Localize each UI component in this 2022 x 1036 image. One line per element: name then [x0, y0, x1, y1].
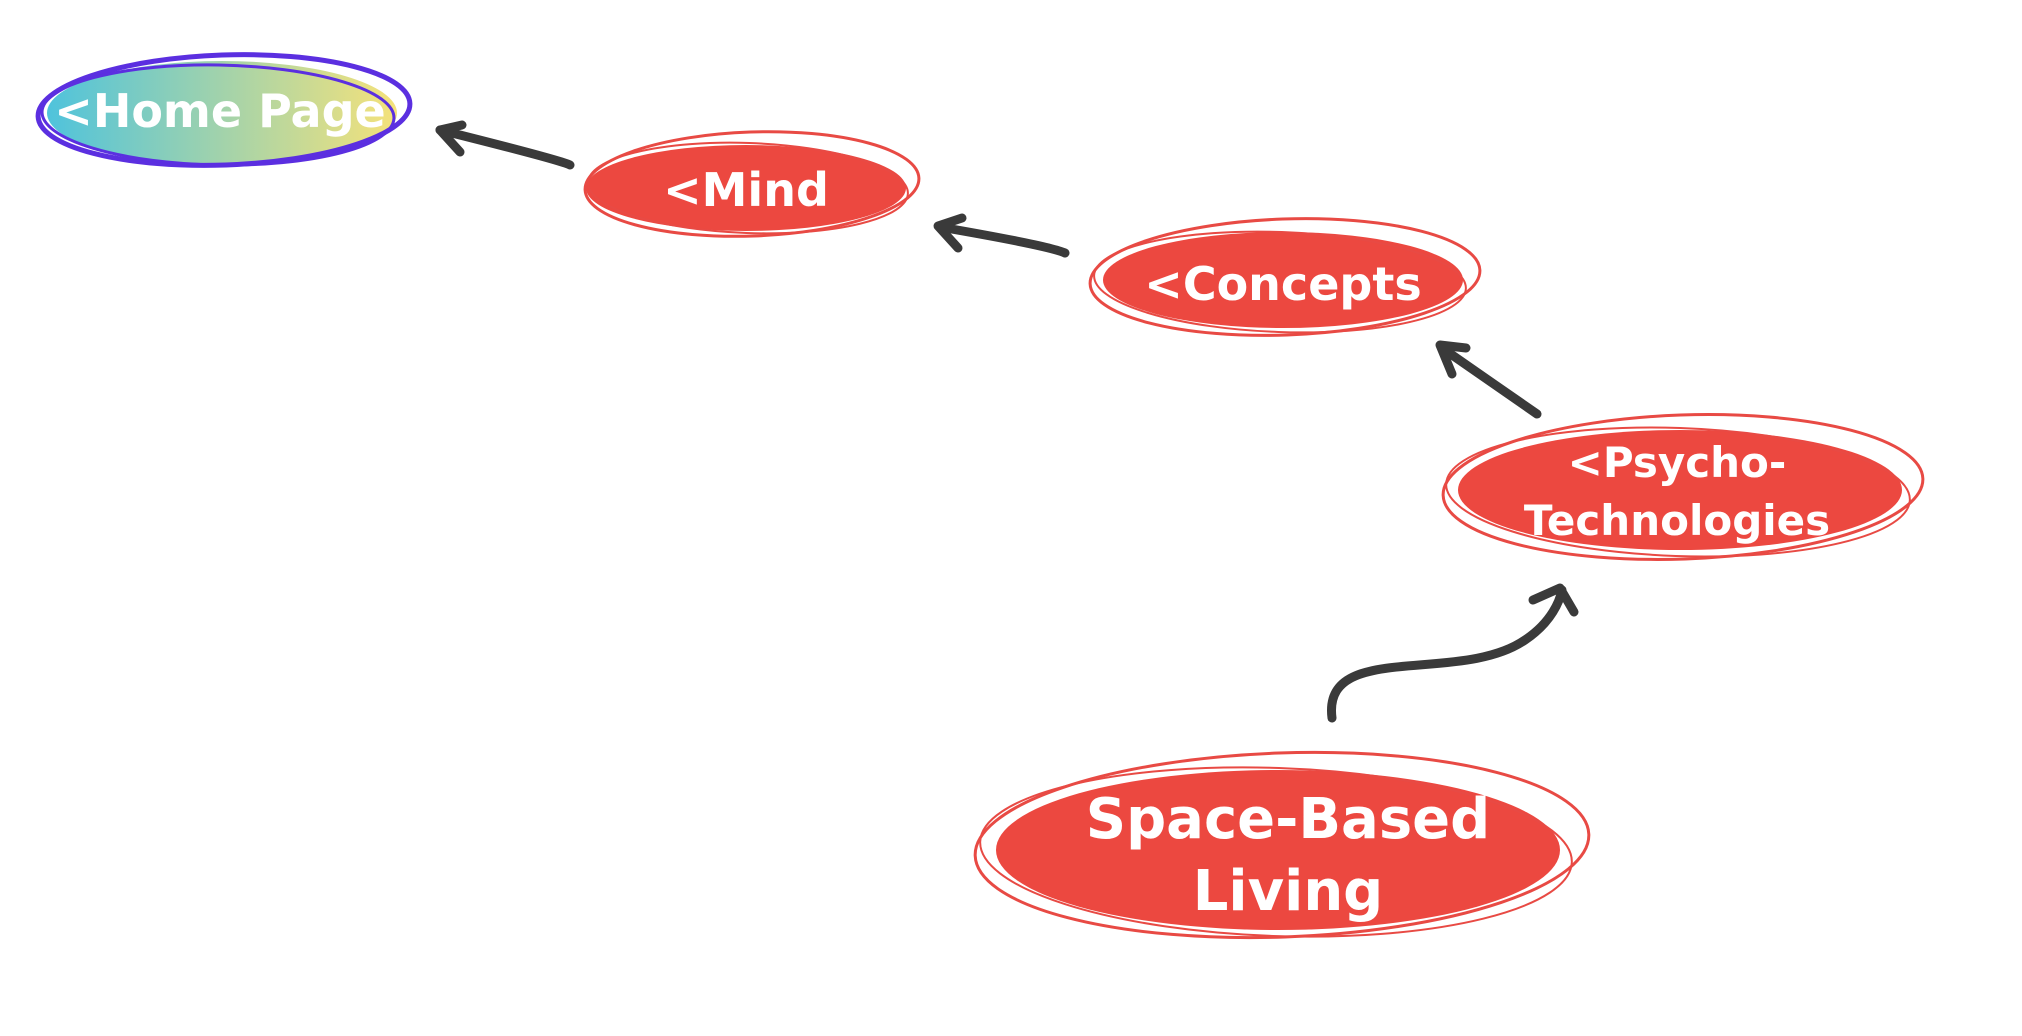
psycho-node-label-line1: <Psycho-	[1568, 438, 1787, 487]
breadcrumb-mind[interactable]: <Mind	[583, 126, 921, 242]
psycho-node-outline	[1441, 413, 1925, 561]
psycho-node-outline-inner	[1445, 426, 1911, 558]
concepts-node-label: <Concepts	[1144, 257, 1421, 311]
home-node-label: <Home Page	[54, 84, 385, 138]
concepts-node-outline	[1088, 217, 1482, 337]
concepts-node-outline-inner	[1093, 230, 1467, 334]
space-node-fill	[996, 770, 1560, 930]
arrow-mind-to-home	[435, 120, 575, 170]
breadcrumb-home-page[interactable]: <Home Page	[35, 49, 413, 172]
home-node-outline-inner	[40, 63, 396, 167]
arrow-psycho-to-concepts	[1435, 340, 1542, 419]
concepts-node-fill	[1103, 232, 1463, 328]
home-node-fill	[47, 61, 397, 165]
current-page-space-based-living: Space-Based Living	[973, 750, 1591, 940]
space-node-outline-inner	[979, 766, 1573, 938]
mind-node-outline-inner	[587, 141, 909, 235]
breadcrumb-psycho-technologies[interactable]: <Psycho- Technologies	[1441, 407, 1926, 568]
psycho-node-label-line2: Technologies	[1524, 496, 1830, 545]
space-node-label-line2: Living	[1193, 859, 1384, 924]
psycho-node-fill	[1458, 430, 1902, 550]
arrow-space-to-psycho	[1327, 583, 1579, 723]
mind-node-label: <Mind	[663, 163, 829, 217]
space-node-label-line1: Space-Based	[1086, 787, 1491, 852]
mind-node-outline	[583, 130, 921, 238]
breadcrumb-concepts[interactable]: <Concepts	[1088, 212, 1482, 342]
mind-node-fill	[586, 145, 906, 231]
arrow-concepts-to-mind	[933, 213, 1070, 258]
